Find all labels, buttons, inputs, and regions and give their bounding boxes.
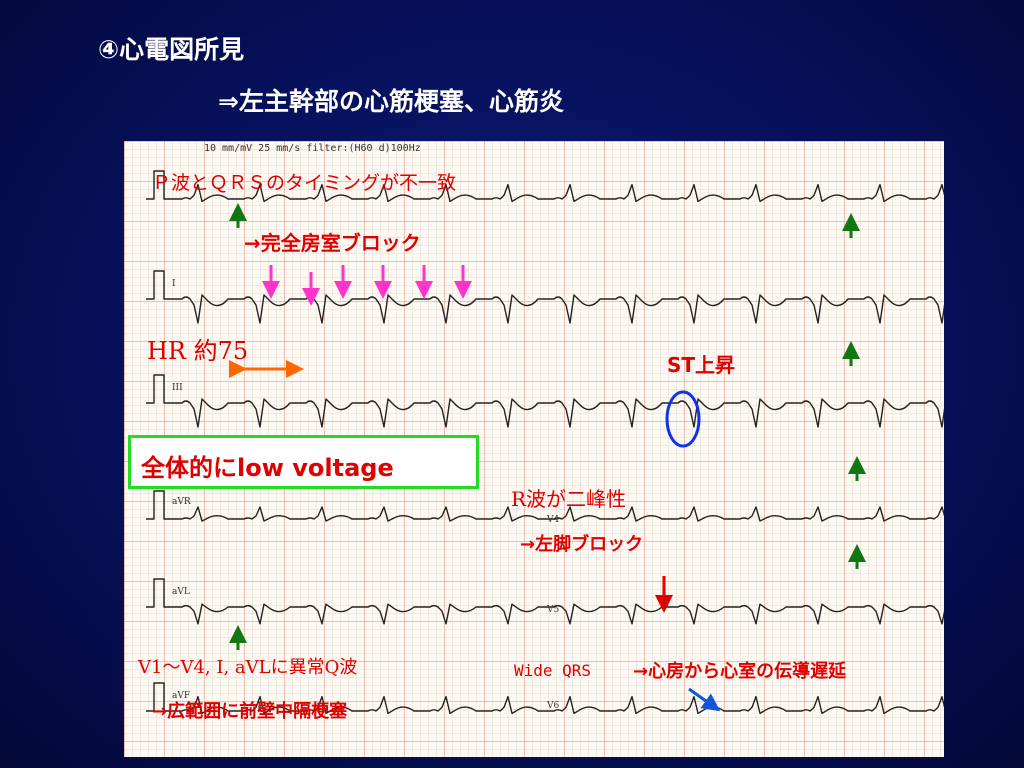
slide-subtitle: ⇒左主幹部の心筋梗塞、心筋炎 [218,87,564,116]
low-voltage-box: 全体的にlow voltage [128,435,479,489]
conduction-note: →心房から心室の伝導遅延 [633,661,847,682]
lead-label-v6: V6 [547,701,560,711]
lead-label-avr: aVR [172,497,191,507]
ecg-header: 10 mm/mV 25 mm/s filter:(H60 d)100Hz [204,143,421,154]
p-wave-note: Ｐ波とＱＲＳのタイミングが不一致 [152,172,457,194]
av-block-note: →完全房室ブロック [244,231,421,255]
ecg-trace-row-3 [146,374,944,428]
lead-label-iii: III [172,383,183,393]
lead-label-avf: aVF [172,691,191,701]
slide-title: ④心電図所見 [98,35,245,64]
q-wave-note: V1～V4, I, aVLに異常Q波 [138,657,358,678]
r-wave-note: R波が二峰性 [511,487,627,511]
ecg-paper: 10 mm/mV 25 mm/s filter:(H60 d)100Hz I I… [124,141,944,757]
lead-label-v4: V4 [547,515,560,525]
ecg-trace-row-5 [146,578,944,625]
infarct-note: →広範囲に前壁中隔梗塞 [152,701,348,722]
lbbb-note: →左脚ブロック [520,534,644,555]
ecg-trace-row-4 [146,490,944,522]
ecg-trace-row-1 [146,170,944,203]
lead-label-avl: aVL [172,587,190,597]
ecg-traces [146,170,944,715]
lead-label-v5: V5 [547,605,560,615]
lead-label-i: I [172,279,176,289]
st-note: ST上昇 [667,353,736,377]
low-voltage-note: 全体的にlow voltage [141,454,394,482]
hr-note: HR 約75 [147,337,249,365]
wide-qrs-note: Wide QRS [514,661,592,680]
ecg-trace-row-6 [146,682,944,715]
ecg-trace-row-2 [146,270,944,324]
